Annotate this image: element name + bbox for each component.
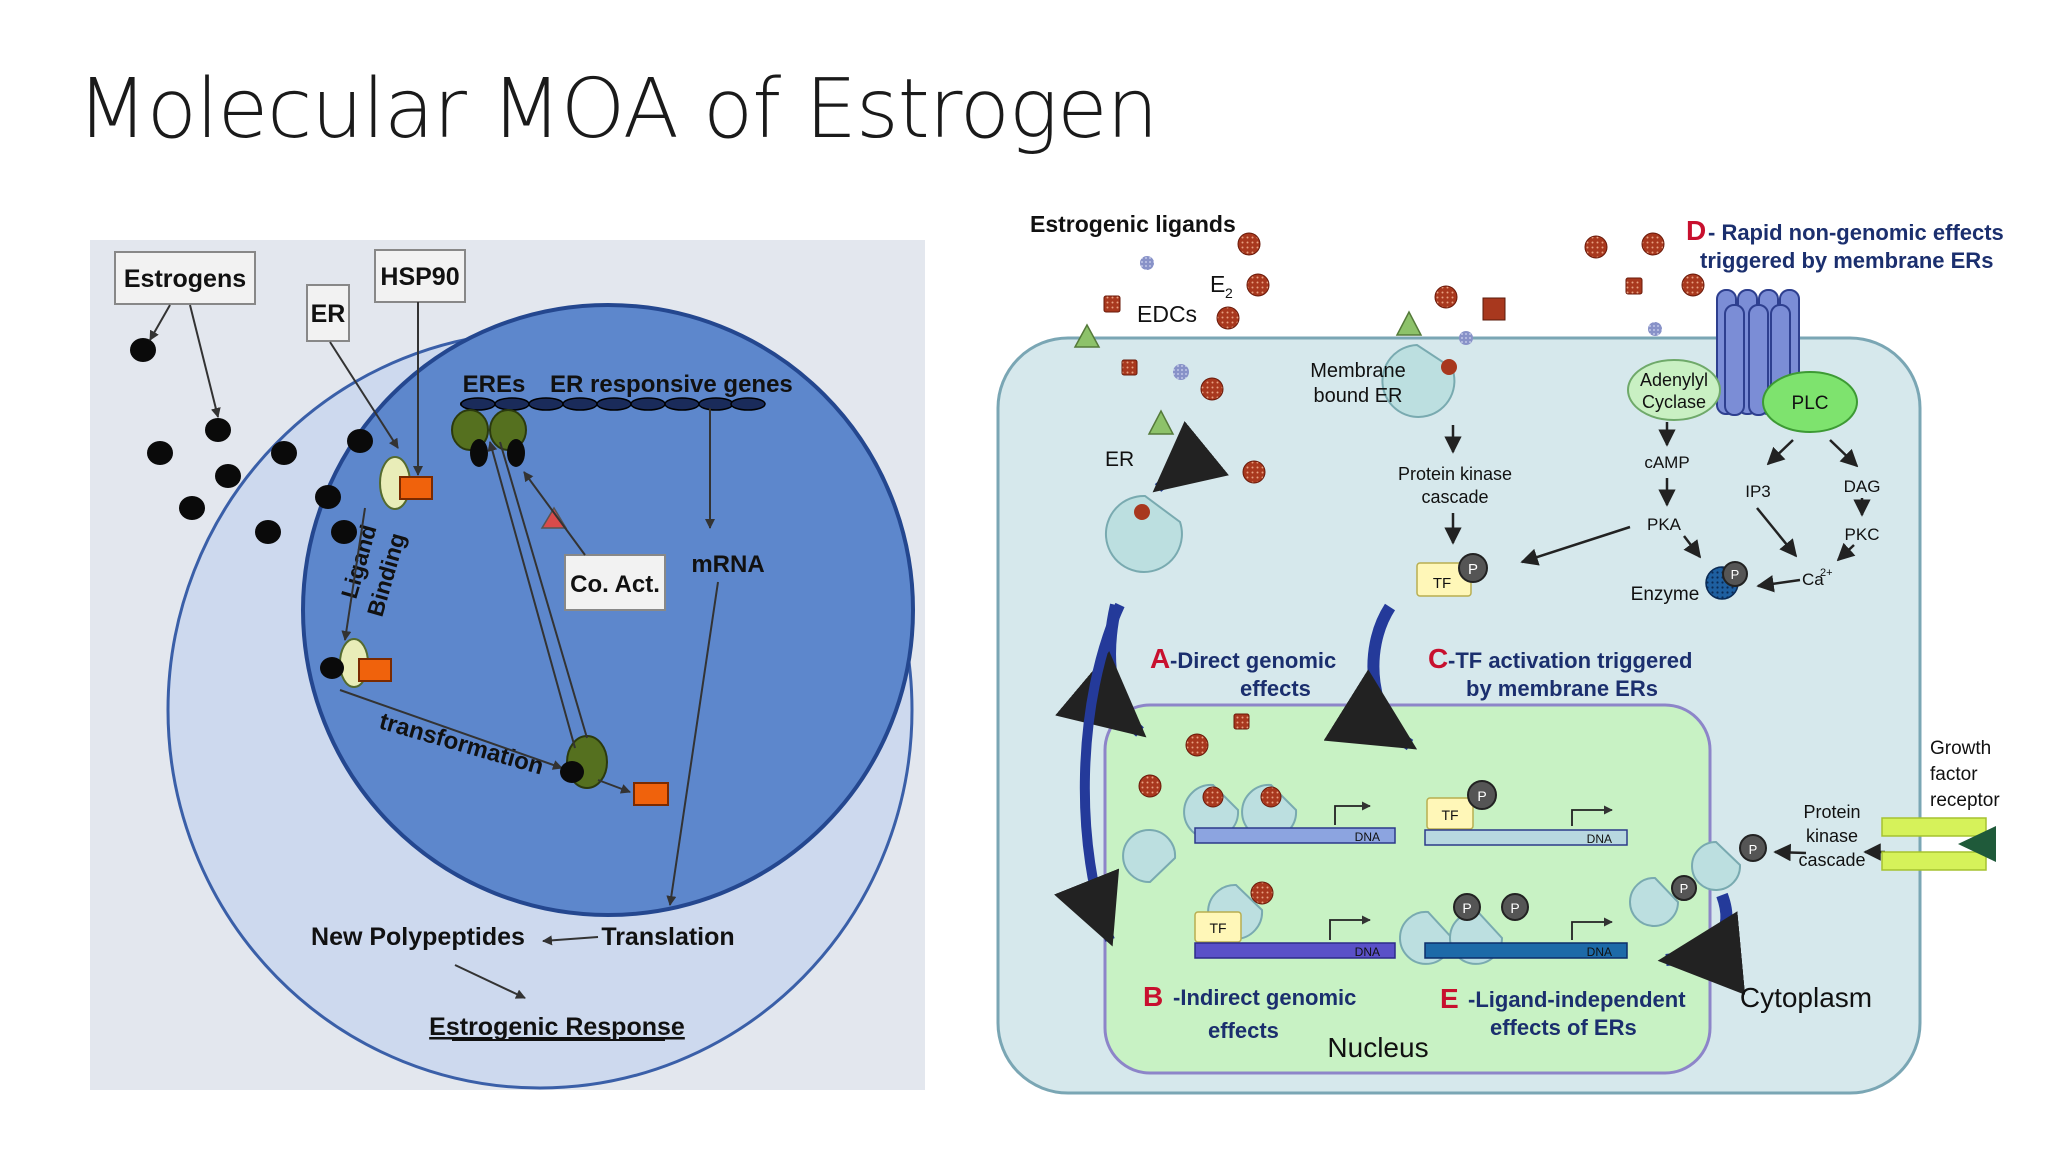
- pk-cascade-line1: Protein kinase: [1398, 464, 1512, 484]
- plc-enzyme: [1762, 371, 1858, 433]
- hsp90-label: HSP90: [380, 263, 459, 291]
- er-entry-arrow: [1152, 421, 1229, 493]
- e-letter: E: [1440, 983, 1459, 1014]
- b-letter: B: [1143, 981, 1163, 1012]
- dna-label-a: DNA: [1355, 830, 1380, 844]
- p-nucleus-e2: P: [1510, 900, 1519, 916]
- adenylyl-cyclase: [1627, 359, 1721, 421]
- co-act-box: [564, 554, 666, 611]
- tf-label: TF: [1433, 575, 1451, 592]
- d-text-line1: - Rapid non-genomic effects: [1708, 220, 2004, 245]
- arrow-c: [1323, 603, 1418, 751]
- growth-factor-receptor: [1881, 817, 1996, 871]
- enzyme-p-label: P: [1731, 567, 1740, 582]
- ip3-label: IP3: [1745, 482, 1771, 501]
- dna-label-e: DNA: [1587, 945, 1612, 959]
- tf-nucleus-b: TF: [1209, 920, 1226, 936]
- camp-label: cAMP: [1644, 453, 1689, 472]
- pk2-line1: Protein: [1803, 802, 1860, 822]
- edcs-label: EDCs: [1137, 301, 1197, 327]
- page-title: Molecular MOA of Estrogen: [77, 62, 1159, 157]
- estrogens-label: Estrogens: [124, 265, 246, 293]
- growth-line3: receptor: [1930, 790, 2000, 811]
- nucleus-label: Nucleus: [1327, 1032, 1428, 1063]
- activated-er: [560, 735, 669, 806]
- tf-cytoplasm: TF P: [1416, 553, 1488, 597]
- ligand-independent-row: P P DNA P: [1399, 875, 1697, 965]
- cytoplasm-label: Cytoplasm: [1740, 982, 1872, 1013]
- eres-label: EREs: [463, 371, 526, 398]
- extracellular-ligands: [1073, 232, 1705, 348]
- a-text-line1: -Direct genomic: [1170, 648, 1336, 673]
- adenylyl-line2: Cyclase: [1642, 392, 1706, 412]
- dna-strand: [460, 397, 766, 411]
- e2-label: E: [1210, 271, 1225, 297]
- left-diagram: Estrogens HSP90 ER EREs ER responsive ge…: [90, 240, 925, 1090]
- pk2-line3: cascade: [1798, 850, 1865, 870]
- indirect-genomic-row: TF DNA: [1122, 829, 1396, 959]
- p-nucleus-e3: P: [1680, 881, 1689, 896]
- estrogenic-response-label: Estrogenic Response: [429, 1013, 685, 1041]
- b-text-line1: -Indirect genomic: [1173, 985, 1356, 1010]
- a-letter: A: [1150, 643, 1170, 674]
- estrogenic-ligands-label: Estrogenic ligands: [1030, 211, 1236, 237]
- e2-subscript: 2: [1225, 285, 1233, 301]
- growth-line1: Growth: [1930, 738, 1991, 759]
- arrow-e: [1657, 892, 1746, 995]
- er-cytoplasm-label: ER: [1105, 448, 1134, 471]
- new-polypeptides-label: New Polypeptides: [311, 923, 525, 951]
- er-dimer-on-ere: [451, 409, 527, 467]
- hsp90-box: [374, 249, 466, 303]
- p-label: P: [1468, 561, 1478, 578]
- d-text-line2: triggered by membrane ERs: [1700, 248, 1993, 273]
- membrane-bound-er-line2: bound ER: [1314, 385, 1403, 407]
- c-text-line2: by membrane ERs: [1466, 676, 1658, 701]
- p-cytoplasm-gf: P: [1749, 842, 1758, 857]
- c-letter: C: [1428, 643, 1448, 674]
- dna-label-b: DNA: [1355, 945, 1380, 959]
- pk2-line2: kinase: [1806, 826, 1858, 846]
- p-nucleus-e1: P: [1462, 900, 1471, 916]
- estrogens-box: [114, 251, 256, 305]
- mrna-label: mRNA: [691, 551, 764, 578]
- pk-cascade-line2: cascade: [1421, 487, 1488, 507]
- er-responsive-genes-label: ER responsive genes: [550, 371, 793, 398]
- e-text-line2: effects of ERs: [1490, 1015, 1637, 1040]
- er-box: [306, 284, 350, 342]
- membrane-bound-er-receptor: [1381, 343, 1456, 418]
- er-hsp90-complex: [379, 456, 433, 510]
- pkc-label: PKC: [1845, 525, 1880, 544]
- co-act-label: Co. Act.: [570, 571, 660, 598]
- coactivator-triangle: [540, 506, 568, 529]
- p-nucleus-c: P: [1477, 788, 1486, 804]
- dna-label-c: DNA: [1587, 832, 1612, 846]
- b-text-line2: effects: [1208, 1018, 1279, 1043]
- cytoplasmic-er: [1104, 494, 1183, 573]
- estrogen-molecules: [130, 338, 373, 544]
- tf-nucleus-c: TF: [1441, 807, 1458, 823]
- membrane-bound-er-line1: Membrane: [1310, 360, 1406, 382]
- calcium-label: Ca: [1802, 570, 1824, 589]
- tf-activation-row: TF P DNA: [1424, 780, 1628, 846]
- adenylyl-line1: Adenylyl: [1640, 370, 1708, 390]
- translation-label: Translation: [601, 923, 734, 951]
- dag-label: DAG: [1844, 477, 1881, 496]
- growth-line2: factor: [1930, 764, 1978, 785]
- er-label: ER: [311, 300, 346, 328]
- right-diagram: Estrogenic ligands E 2 EDCs: [996, 211, 2004, 1095]
- phospho-er: [1691, 840, 1742, 891]
- e-text-line1: -Ligand-independent: [1468, 987, 1686, 1012]
- enzyme-label: Enzyme: [1631, 584, 1700, 605]
- arrow-b: [1054, 602, 1125, 947]
- calcium-superscript: 2+: [1820, 567, 1833, 579]
- plc-label: PLC: [1792, 393, 1829, 414]
- er-bound-complex: [320, 638, 392, 688]
- d-letter: D: [1686, 215, 1706, 246]
- direct-genomic-row: DNA: [1183, 783, 1396, 844]
- a-text-line2: effects: [1240, 676, 1311, 701]
- c-text-line1: -TF activation triggered: [1448, 648, 1692, 673]
- pka-label: PKA: [1647, 515, 1682, 534]
